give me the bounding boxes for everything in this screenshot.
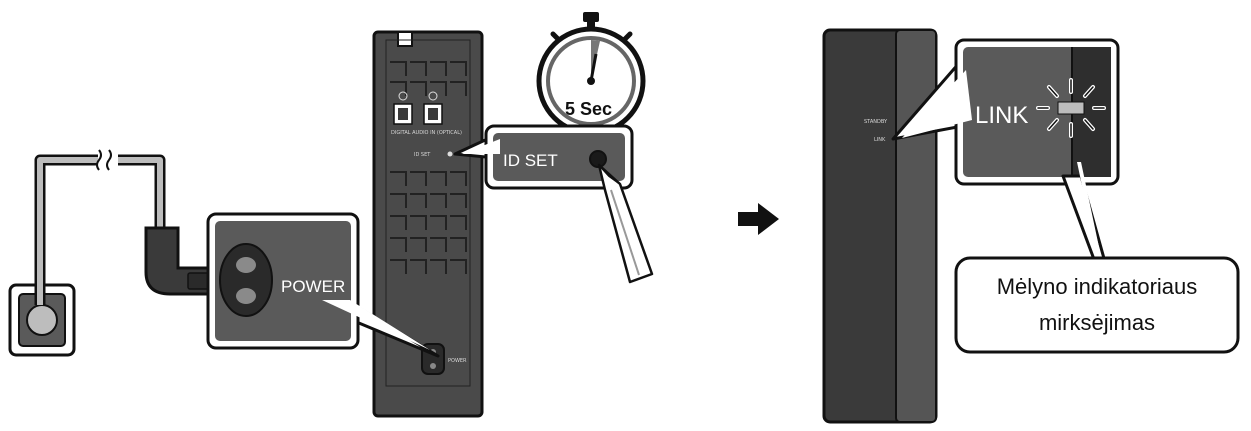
timer-label: 5 Sec — [565, 99, 612, 119]
id-set-label: ID SET — [503, 151, 558, 170]
power-callout: POWER — [206, 212, 440, 358]
id-set-button-small[interactable] — [447, 151, 453, 157]
next-step-arrow-icon — [738, 203, 779, 235]
timer-icon: 5 Sec — [536, 12, 646, 136]
pen-icon — [597, 163, 654, 284]
link-label: LINK — [975, 102, 1028, 129]
power-tiny-label: POWER — [448, 358, 467, 364]
blinking-led-icon — [1036, 78, 1106, 138]
id-set-button[interactable] — [589, 150, 607, 168]
blink-description-callout: Mėlyno indikatoriaus mirksėjimas — [954, 256, 1240, 354]
wall-socket — [8, 283, 76, 357]
soundbar-front: STANDBY LINK — [822, 28, 938, 424]
vent-grid-bottom — [390, 171, 467, 274]
subwoofer-back: DIGITAL AUDIO IN (OPTICAL) ID SET POWER — [372, 30, 484, 418]
power-label: POWER — [281, 277, 345, 296]
link-tiny-label: LINK — [874, 137, 886, 143]
id-set-tiny-label: ID SET — [414, 152, 431, 158]
power-cable — [34, 149, 166, 305]
link-callout: LINK — [891, 38, 1120, 186]
vent-grid-top — [390, 61, 467, 96]
optical-tiny-label: DIGITAL AUDIO IN (OPTICAL) — [391, 130, 462, 136]
id-set-callout: ID SET — [453, 124, 634, 190]
callout-line-2: mirksėjimas — [1039, 310, 1155, 335]
optical-ports: DIGITAL AUDIO IN (OPTICAL) — [391, 91, 462, 136]
power-inlet-icon — [219, 243, 273, 317]
standby-tiny-label: STANDBY — [864, 119, 888, 125]
callout-line-1: Mėlyno indikatoriaus — [997, 274, 1198, 299]
